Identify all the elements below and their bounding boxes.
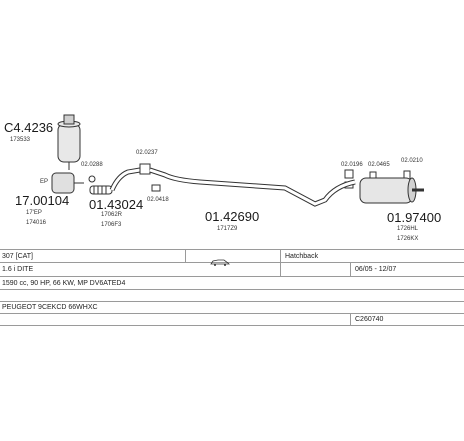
flex-pipe-ref: 17062R	[101, 212, 123, 218]
model-cell: 307 [CAT]	[2, 253, 33, 260]
front-pipe-number: 17.00104	[15, 193, 70, 208]
notes-cell: PEUGEOT 9CEKCD 66WHXC	[2, 304, 98, 311]
rear-silencer-ref2: 1726KX	[397, 236, 419, 242]
front-pipe-drawing	[51, 172, 84, 194]
clamp-e-number: 02.0465	[368, 162, 390, 168]
dates-cell: 06/05 - 12/07	[355, 266, 397, 273]
flex-pipe-ref2: 1706F3	[101, 222, 122, 228]
rear-silencer-drawing	[359, 177, 424, 204]
rear-silencer-number: 01.97400	[387, 210, 442, 225]
clamp-f-number: 02.0210	[401, 158, 423, 164]
code-cell: C260740	[355, 316, 384, 323]
catalyst-drawing	[57, 114, 81, 170]
clamp-drawings	[88, 163, 411, 192]
front-pipe-side-label: EP	[40, 179, 49, 185]
spec-cell: 1590 cc, 90 HP, 66 KW, MP DV6ATED4	[2, 280, 126, 287]
flex-pipe-drawing	[89, 185, 113, 195]
engine-cell: 1.6 i DITE	[2, 266, 34, 273]
flex-pipe-number: 01.43024	[89, 197, 144, 212]
hatchback-car-icon	[210, 253, 230, 271]
catalyst-number: C4.4236	[4, 120, 54, 135]
front-pipe-ref2: 174016	[26, 220, 47, 226]
middle-pipe-number: 01.42690	[205, 209, 260, 224]
clamp-b-number: 02.0237	[136, 150, 158, 156]
clamp-a-number: 02.0288	[81, 162, 103, 168]
front-pipe-ref: 17'EP	[26, 210, 42, 216]
rear-silencer-ref: 1726HL	[397, 226, 419, 232]
clamp-d-number: 02.0196	[341, 162, 363, 168]
clamp-c-number: 02.0418	[147, 197, 169, 203]
middle-pipe-ref: 1717Z9	[217, 226, 238, 232]
body-type-cell: Hatchback	[285, 253, 319, 260]
exhaust-system-diagram	[51, 114, 424, 207]
catalyst-ref: 173533	[10, 137, 31, 143]
